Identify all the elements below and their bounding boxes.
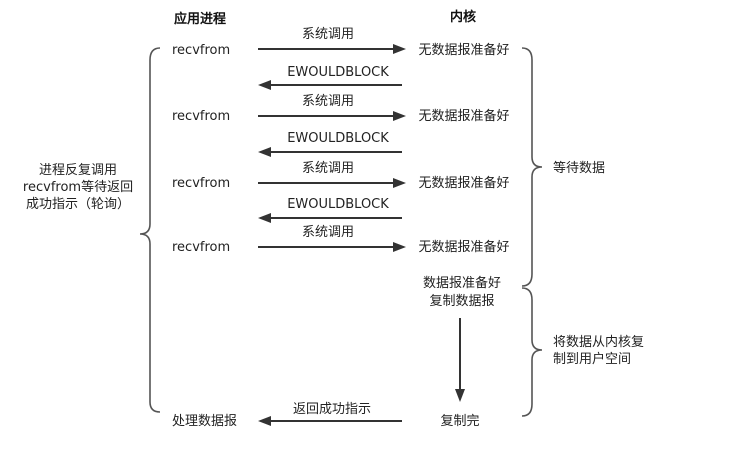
wait-data-label: 等待数据 [553, 160, 605, 176]
syscall-label: 系统调用 [302, 161, 354, 176]
copy-note-line-1: 将数据从内核复 [553, 334, 644, 350]
left-note-line-2: recvfrom等待返回 [23, 179, 133, 195]
wait-data-brace [521, 47, 543, 287]
kernel-ready-line-1: 数据报准备好 [423, 275, 501, 291]
left-note-line-1: 进程反复调用 [39, 163, 117, 178]
copy-done-label: 复制完 [440, 414, 479, 429]
poll-row-4: recvfrom 系统调用 无数据报准备好 [172, 225, 510, 255]
return-arrowhead [258, 416, 271, 426]
kernel-state: 无数据报准备好 [418, 42, 509, 58]
syscall-label: 系统调用 [302, 94, 354, 109]
syscall-label: 系统调用 [302, 27, 354, 42]
syscall-arrowhead [393, 178, 406, 188]
syscall-arrowhead [393, 242, 406, 252]
recvfrom-call: recvfrom [172, 240, 230, 255]
copy-data-brace [521, 287, 543, 417]
error-label: EWOULDBLOCK [287, 131, 389, 146]
kernel-ready-line-2: 复制数据报 [429, 294, 494, 309]
poll-row-2: recvfrom 系统调用 无数据报准备好 EWOULDBLOCK [172, 94, 510, 157]
recvfrom-call: recvfrom [172, 176, 230, 191]
error-arrowhead [258, 213, 271, 223]
left-brace [139, 47, 161, 413]
kernel-state: 无数据报准备好 [418, 239, 509, 255]
header-app-process: 应用进程 [174, 11, 226, 27]
kernel-state: 无数据报准备好 [418, 175, 509, 191]
error-label: EWOULDBLOCK [287, 65, 389, 80]
copy-note-line-2: 制到用户空间 [553, 351, 631, 367]
error-label: EWOULDBLOCK [287, 197, 389, 212]
header-kernel: 内核 [450, 9, 476, 25]
syscall-arrowhead [393, 44, 406, 54]
copy-arrowhead [455, 389, 465, 402]
syscall-label: 系统调用 [302, 225, 354, 240]
return-label: 返回成功指示 [293, 402, 371, 417]
poll-row-3: recvfrom 系统调用 无数据报准备好 EWOULDBLOCK [172, 161, 510, 223]
recvfrom-call: recvfrom [172, 43, 230, 58]
error-arrowhead [258, 80, 271, 90]
left-note-line-3: 成功指示（轮询） [26, 197, 130, 212]
syscall-arrowhead [393, 111, 406, 121]
error-arrowhead [258, 147, 271, 157]
process-datagram-label: 处理数据报 [172, 414, 237, 429]
recvfrom-call: recvfrom [172, 109, 230, 124]
poll-row-1: recvfrom 系统调用 无数据报准备好 EWOULDBLOCK [172, 27, 510, 90]
kernel-state: 无数据报准备好 [418, 108, 509, 124]
